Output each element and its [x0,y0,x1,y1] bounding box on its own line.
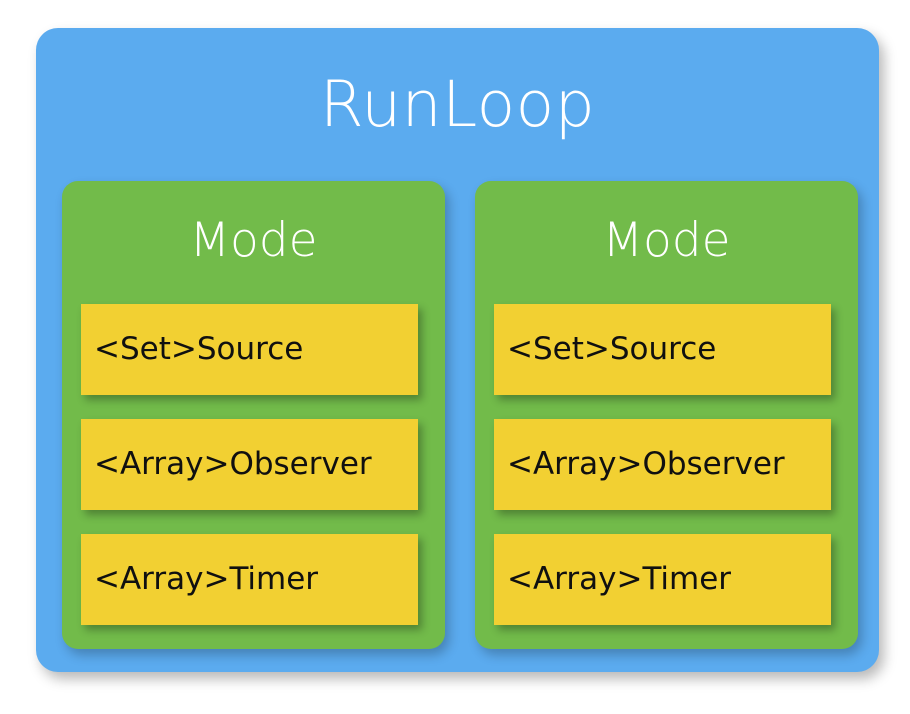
collection-box-source-1: <Set>Source [81,304,418,395]
collection-box-observer-1: <Array>Observer [81,419,418,510]
collection-box-timer-2: <Array>Timer [494,534,831,625]
mode-items-2: <Set>Source <Array>Observer <Array>Timer [494,304,831,634]
collection-label-source-2: <Set>Source [507,331,717,367]
mode-box-2: Mode <Set>Source <Array>Observer <Array>… [475,181,858,649]
mode-title-1: Mode [189,212,318,268]
collection-label-timer-2: <Array>Timer [507,561,732,597]
collection-label-timer-1: <Array>Timer [94,561,319,597]
mode-title-2: Mode [602,212,731,268]
collection-box-source-2: <Set>Source [494,304,831,395]
collection-label-source-1: <Set>Source [94,331,304,367]
mode-box-1: Mode <Set>Source <Array>Observer <Array>… [62,181,445,649]
runloop-title: RunLoop [319,68,596,141]
modes-row: Mode <Set>Source <Array>Observer <Array>… [62,181,858,649]
collection-label-observer-1: <Array>Observer [94,446,372,482]
collection-box-observer-2: <Array>Observer [494,419,831,510]
collection-label-observer-2: <Array>Observer [507,446,785,482]
runloop-container: RunLoop Mode <Set>Source <Array>Observer… [36,28,879,672]
mode-items-1: <Set>Source <Array>Observer <Array>Timer [81,304,418,634]
collection-box-timer-1: <Array>Timer [81,534,418,625]
